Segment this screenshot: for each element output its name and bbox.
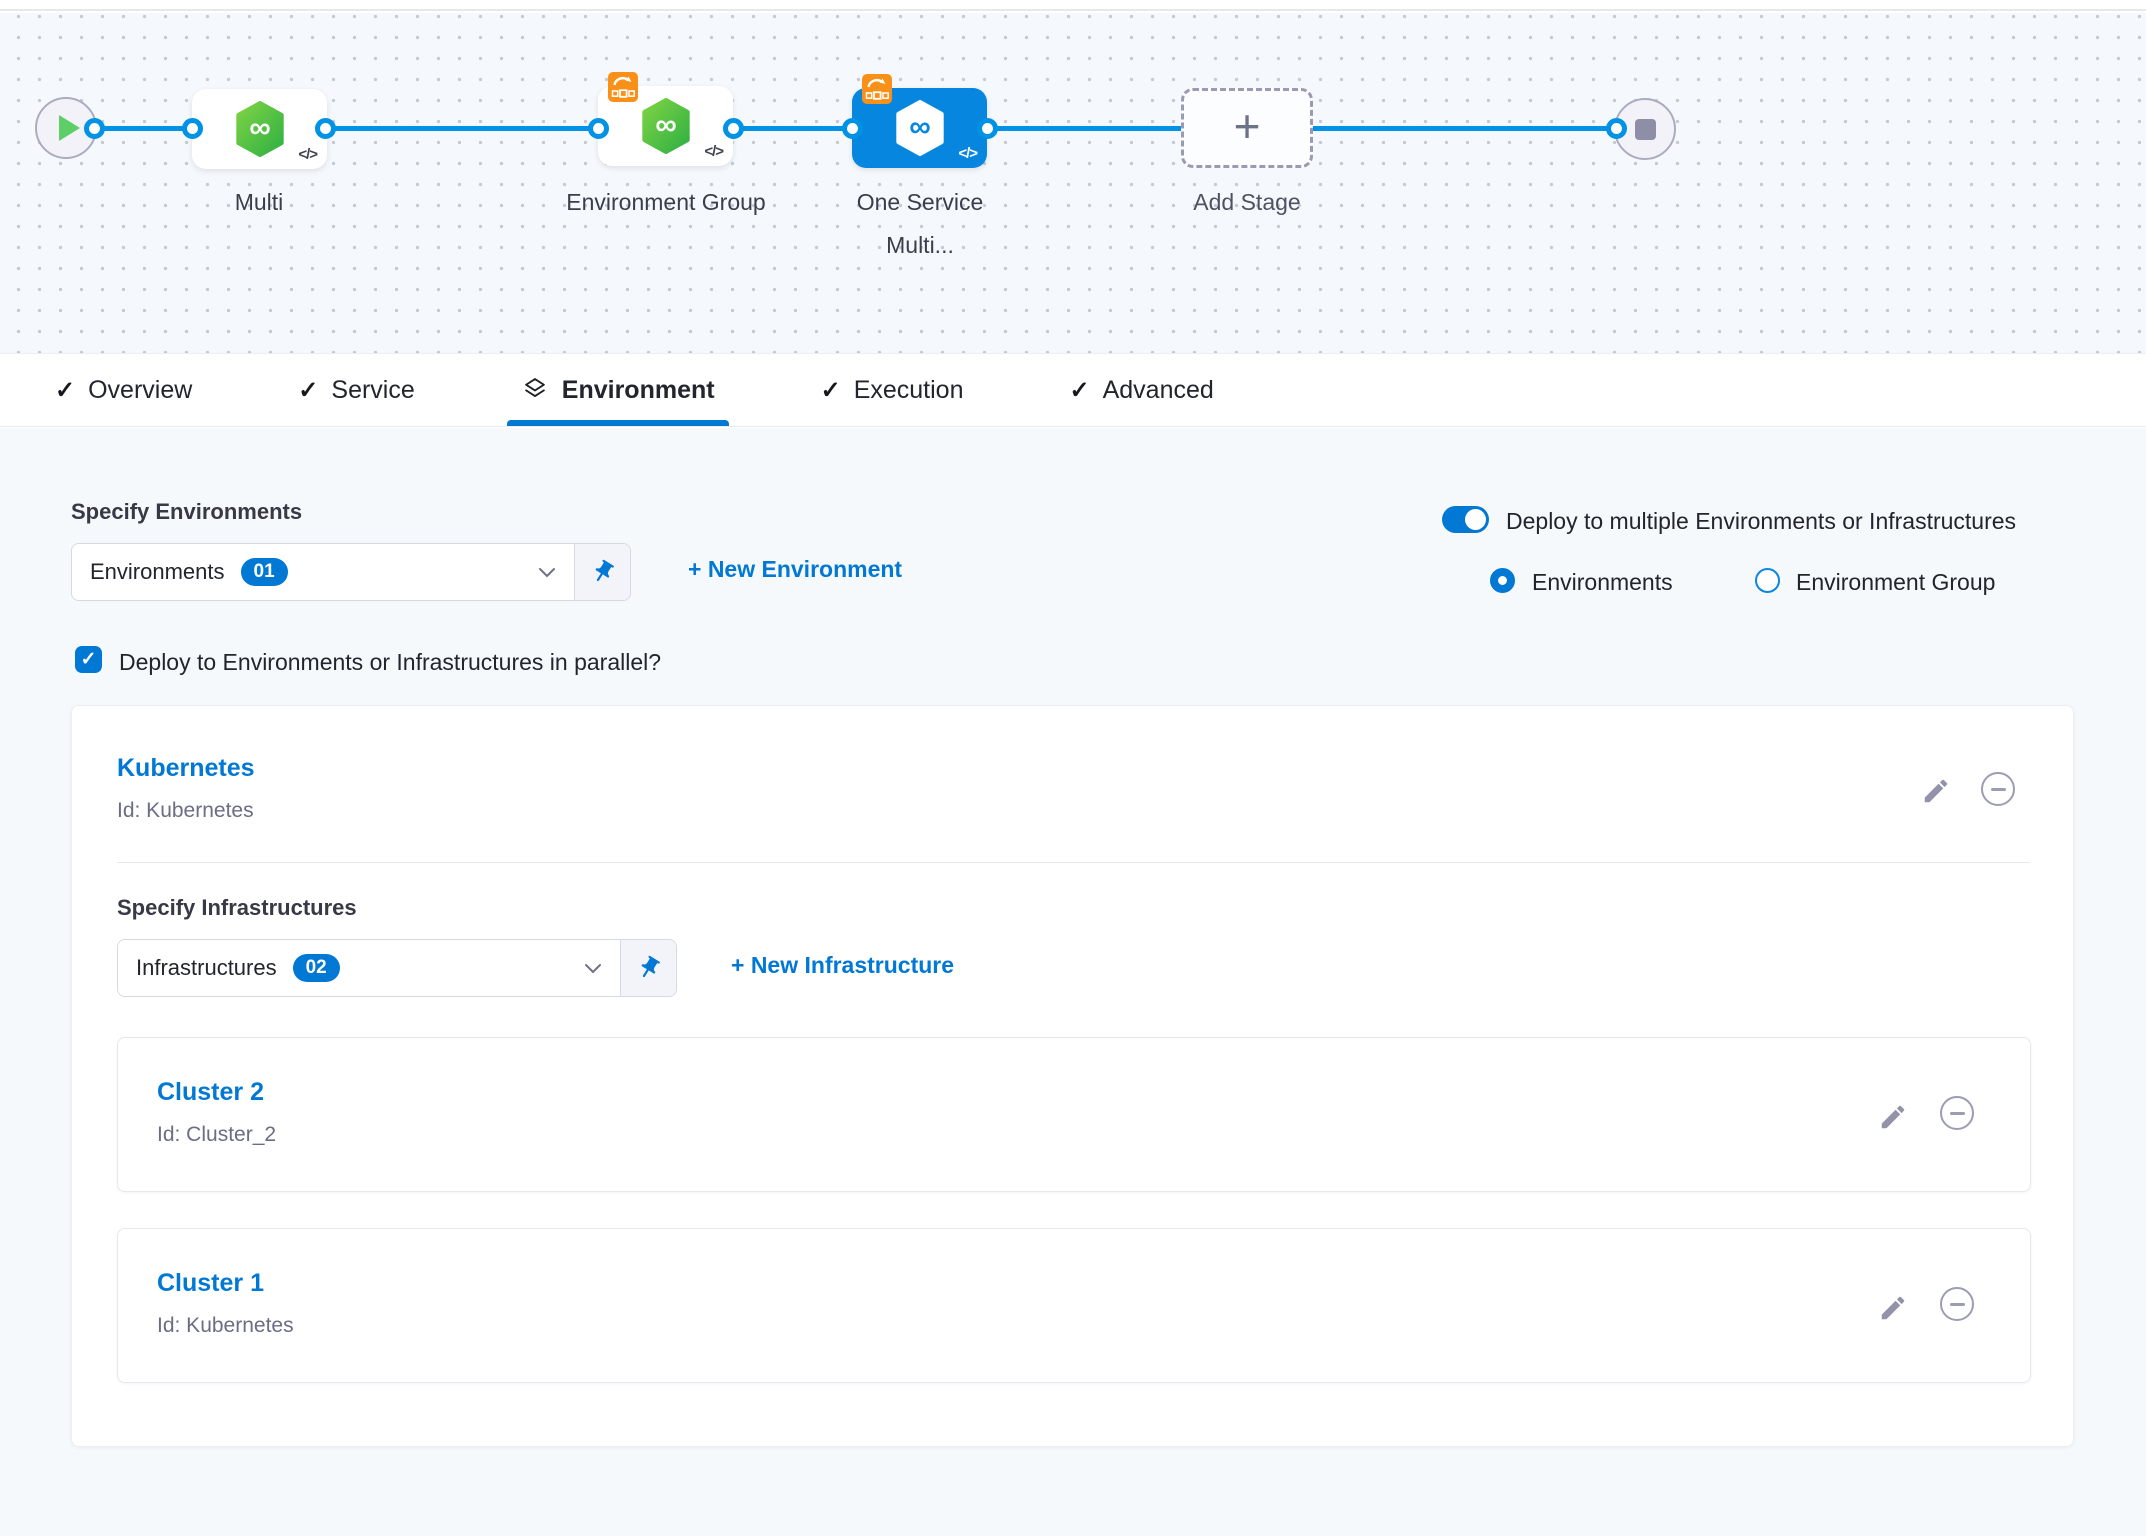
environment-tab-icon — [521, 376, 549, 404]
pencil-icon — [1878, 1102, 1908, 1132]
radio-environment-group[interactable] — [1755, 568, 1780, 593]
pencil-icon — [1878, 1293, 1908, 1323]
check-icon: ✓ — [1069, 376, 1089, 405]
specify-environments-heading: Specify Environments — [71, 499, 302, 525]
new-infrastructure-link[interactable]: + New Infrastructure — [731, 952, 954, 979]
play-icon — [59, 115, 80, 141]
pin-button[interactable] — [620, 940, 676, 996]
tab-execution[interactable]: ✓ Execution — [807, 354, 978, 426]
connector-port[interactable] — [977, 118, 998, 139]
plus-icon: + — [1234, 103, 1261, 149]
propagation-icon — [862, 74, 892, 106]
minus-icon — [1950, 1303, 1965, 1306]
parallel-checkbox[interactable]: ✓ — [75, 646, 102, 673]
tab-label: Environment — [562, 376, 715, 405]
connector-port[interactable] — [1606, 118, 1627, 139]
specify-infrastructures-heading: Specify Infrastructures — [117, 895, 357, 921]
infinity-glyph: ∞ — [249, 112, 271, 145]
dropdown-label: Infrastructures — [136, 955, 277, 981]
remove-environment-button[interactable] — [1981, 772, 2015, 806]
infrastructures-dropdown[interactable]: Infrastructures 02 — [117, 939, 677, 997]
remove-infrastructure-button[interactable] — [1940, 1096, 1974, 1130]
tab-service[interactable]: ✓ Service — [284, 354, 428, 426]
stop-icon — [1635, 119, 1656, 140]
service-icon: ∞ — [894, 100, 946, 156]
tab-label: Service — [331, 376, 414, 405]
environments-dropdown[interactable]: Environments 01 — [71, 543, 631, 601]
count-badge: 02 — [293, 954, 340, 982]
connector-port[interactable] — [588, 118, 609, 139]
chevron-down-icon — [584, 963, 602, 974]
node-label-multi: Multi — [129, 181, 389, 224]
parallel-checkbox-label: Deploy to Environments or Infrastructure… — [119, 649, 661, 676]
minus-icon — [1991, 788, 2006, 791]
tab-overview[interactable]: ✓ Overview — [41, 354, 206, 426]
environment-id: Id: Kubernetes — [117, 799, 254, 823]
radio-environments-label: Environments — [1532, 569, 1673, 596]
minus-icon — [1950, 1112, 1965, 1115]
pin-button[interactable] — [574, 544, 630, 600]
code-icon[interactable]: </> — [704, 143, 723, 160]
infinity-glyph: ∞ — [655, 109, 677, 142]
edit-infrastructure-button[interactable] — [1878, 1102, 1908, 1137]
tab-advanced[interactable]: ✓ Advanced — [1055, 354, 1227, 426]
pencil-icon — [1921, 776, 1951, 806]
cluster-name-link[interactable]: Cluster 2 — [157, 1078, 264, 1107]
node-label-environment-group: Environment Group — [536, 181, 796, 224]
pipeline-canvas[interactable]: ∞ </> ∞ </> ∞ </> + — [0, 13, 2146, 353]
count-badge: 01 — [241, 558, 288, 586]
check-icon: ✓ — [821, 376, 841, 405]
service-icon: ∞ — [234, 101, 286, 157]
tab-label: Execution — [854, 376, 964, 405]
edit-infrastructure-button[interactable] — [1878, 1293, 1908, 1328]
node-label-add-stage: Add Stage — [1117, 181, 1377, 224]
multi-environment-toggle-label: Deploy to multiple Environments or Infra… — [1506, 508, 2016, 535]
service-icon: ∞ — [640, 98, 692, 154]
add-stage-button[interactable]: + — [1181, 88, 1313, 168]
stage-tabbar: ✓ Overview ✓ Service Environment ✓ Execu… — [0, 353, 2146, 427]
chevron-down-icon — [538, 567, 556, 578]
pin-icon — [631, 950, 667, 986]
code-icon[interactable]: </> — [958, 145, 977, 162]
check-icon: ✓ — [55, 376, 75, 405]
connector-port[interactable] — [182, 118, 203, 139]
cluster-id: Id: Kubernetes — [157, 1314, 294, 1338]
cluster-name-link[interactable]: Cluster 1 — [157, 1269, 264, 1298]
connector-port[interactable] — [723, 118, 744, 139]
multi-environment-toggle[interactable] — [1442, 506, 1489, 533]
infinity-glyph: ∞ — [909, 111, 931, 144]
infrastructures-dropdown-value[interactable]: Infrastructures 02 — [118, 940, 620, 996]
infrastructure-card-cluster-1[interactable]: Cluster 1 Id: Kubernetes — [117, 1228, 2031, 1383]
infrastructure-card-cluster-2[interactable]: Cluster 2 Id: Cluster_2 — [117, 1037, 2031, 1192]
toggle-knob — [1465, 509, 1486, 530]
new-environment-link[interactable]: + New Environment — [688, 556, 902, 583]
pin-icon — [585, 554, 621, 590]
window-top-strip — [0, 0, 2146, 11]
cluster-id: Id: Cluster_2 — [157, 1123, 276, 1147]
radio-environment-group-label: Environment Group — [1796, 569, 1995, 596]
propagation-icon — [608, 72, 638, 104]
environment-card: Kubernetes Id: Kubernetes Specify Infras… — [71, 705, 2074, 1447]
remove-infrastructure-button[interactable] — [1940, 1287, 1974, 1321]
tab-environment[interactable]: Environment — [507, 354, 729, 426]
connector-port[interactable] — [842, 118, 863, 139]
card-divider — [117, 862, 2030, 863]
pipeline-edge — [94, 126, 194, 131]
code-icon[interactable]: </> — [298, 146, 317, 163]
tab-label: Overview — [88, 376, 192, 405]
node-label-one-service-multi: One Service Multi... — [822, 181, 1018, 266]
environment-name-link[interactable]: Kubernetes — [117, 754, 255, 783]
environments-dropdown-value[interactable]: Environments 01 — [72, 544, 574, 600]
radio-environments[interactable] — [1490, 568, 1515, 593]
dropdown-label: Environments — [90, 559, 225, 585]
check-icon: ✓ — [298, 376, 318, 405]
edit-environment-button[interactable] — [1921, 776, 1951, 811]
connector-port[interactable] — [84, 118, 105, 139]
pipeline-node-multi[interactable]: ∞ </> — [192, 89, 327, 169]
tab-label: Advanced — [1103, 376, 1214, 405]
check-icon: ✓ — [81, 648, 97, 671]
connector-port[interactable] — [315, 118, 336, 139]
pipeline-edge — [325, 126, 600, 131]
pipeline-edge — [733, 126, 854, 131]
